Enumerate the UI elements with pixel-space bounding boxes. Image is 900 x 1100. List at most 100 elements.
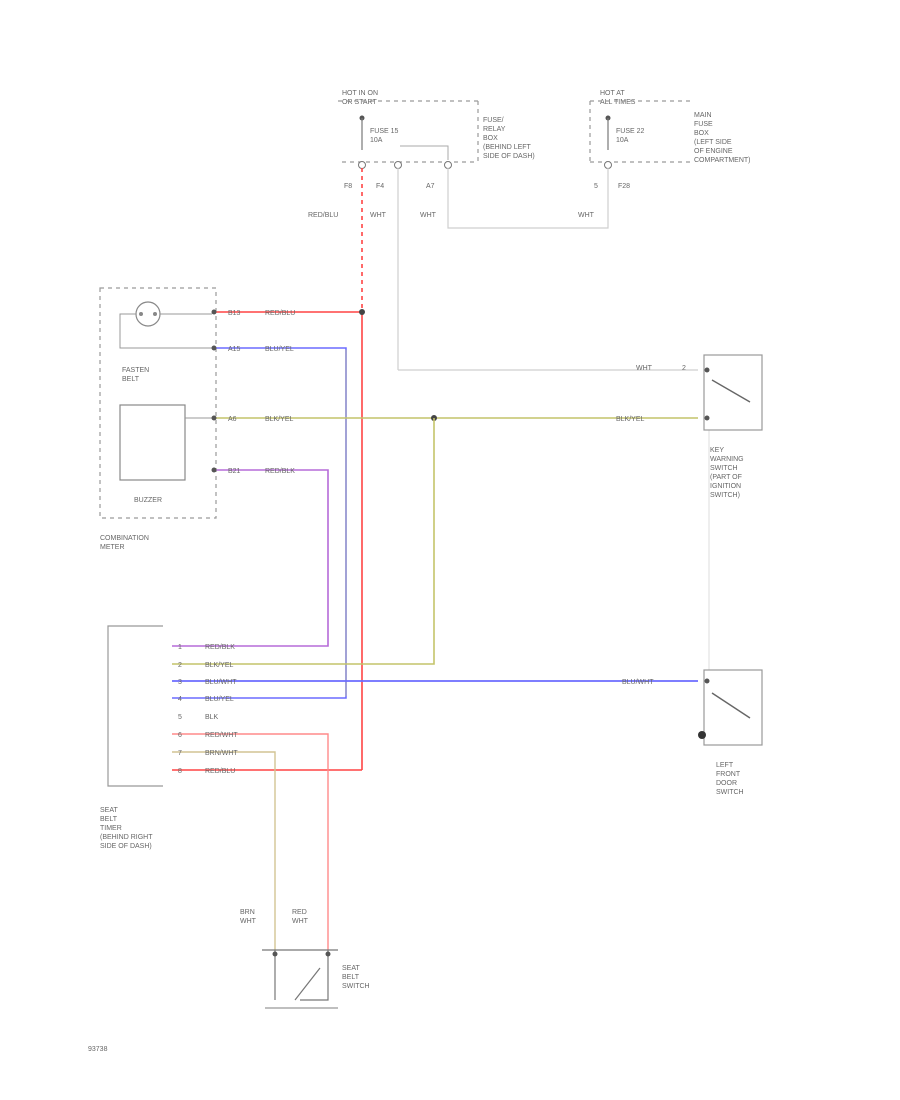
combination-meter-label-2: METER bbox=[100, 544, 125, 551]
timer-pin-1: 1 bbox=[178, 644, 182, 651]
timer-wire-label-7: BRN/WHT bbox=[205, 750, 238, 757]
timer-wire-label-6: RED/WHT bbox=[205, 732, 238, 739]
timer-wire-label-8: RED/BLU bbox=[205, 768, 235, 775]
buzzer-label: BUZZER bbox=[134, 497, 162, 504]
door-switch-label-4: SWITCH bbox=[716, 789, 744, 796]
key-switch-label-2: WARNING bbox=[710, 456, 744, 463]
door-switch-pin-dot bbox=[704, 678, 710, 684]
key-switch-label-6: SWITCH) bbox=[710, 492, 740, 499]
door-switch-label-2: FRONT bbox=[716, 771, 741, 778]
fasten-belt-lamp-node-right bbox=[153, 312, 157, 316]
terminal-a7: A7 bbox=[426, 183, 435, 190]
timer-wire-label-2: BLK/YEL bbox=[205, 662, 234, 669]
wire-red-blu-meter-label: RED/BLU bbox=[265, 310, 295, 317]
key-switch-pin-1-dot bbox=[704, 415, 710, 421]
fuse-22-amps: 10A bbox=[616, 137, 629, 144]
meter-pin-a15-label: A15 bbox=[228, 346, 241, 353]
key-switch-pin-2: 2 bbox=[682, 365, 686, 372]
key-switch-label-4: (PART OF bbox=[710, 474, 742, 481]
wire-red-blk-label: RED/BLK bbox=[265, 468, 295, 475]
seat-belt-timer-outline bbox=[107, 625, 163, 787]
hot-all-times-label-2: ALL TIMES bbox=[600, 99, 636, 106]
meter-pin-a6-label: A6 bbox=[228, 416, 237, 423]
main-fuse-box-label-4: (LEFT SIDE bbox=[694, 139, 732, 146]
timer-pin-8: 8 bbox=[178, 768, 182, 775]
seat-belt-switch-pin-brn bbox=[272, 951, 278, 957]
wire-wht-label-key: WHT bbox=[636, 365, 653, 372]
wire-blu-yel-label: BLU/YEL bbox=[265, 346, 294, 353]
wire-wht-label-f4: WHT bbox=[370, 212, 387, 219]
wire-wht-a7-link bbox=[447, 168, 609, 229]
timer-wire-label-3: BLU/WHT bbox=[205, 679, 237, 686]
fuse-relay-box-left: HOT IN ON OR START FUSE 15 10A FUSE/ REL… bbox=[338, 90, 535, 190]
wire-red-blu-splice bbox=[359, 309, 365, 315]
door-switch-contact-icon bbox=[711, 692, 751, 719]
seat-belt-timer-label-3: TIMER bbox=[100, 825, 122, 832]
fuse-relay-box-label-3: BOX bbox=[483, 135, 498, 142]
hot-run-label-2: OR START bbox=[342, 99, 377, 106]
combination-meter-label-1: COMBINATION bbox=[100, 535, 149, 542]
main-fuse-box-label-5: OF ENGINE bbox=[694, 148, 733, 155]
main-fuse-box-right: HOT AT ALL TIMES FUSE 22 10A MAIN FUSE B… bbox=[589, 90, 751, 190]
fasten-belt-label-1: FASTEN bbox=[122, 367, 149, 374]
timer-pin-3: 3 bbox=[178, 679, 182, 686]
fuse-15-amps: 10A bbox=[370, 137, 383, 144]
seat-belt-timer-label-4: (BEHIND RIGHT bbox=[100, 834, 153, 841]
seat-belt-switch-label-1: SEAT bbox=[342, 965, 360, 972]
timer-pin-6: 6 bbox=[178, 732, 182, 739]
fasten-belt-lamp-wire bbox=[119, 313, 212, 349]
key-switch-label-3: SWITCH bbox=[710, 465, 738, 472]
wire-blu-wht-door-label: BLU/WHT bbox=[622, 679, 654, 686]
door-switch-ground-icon bbox=[698, 731, 706, 739]
wire-red-blu-feed-label: RED/BLU bbox=[308, 212, 338, 219]
door-switch-label-3: DOOR bbox=[716, 780, 737, 787]
wire-olive-to-timer-2 bbox=[172, 418, 435, 665]
seat-belt-switch-red-label-1: RED bbox=[292, 909, 307, 916]
seat-belt-switch-label-3: SWITCH bbox=[342, 983, 370, 990]
timer-wire-label-4: BLU/YEL bbox=[205, 696, 234, 703]
seat-belt-timer-label-2: BELT bbox=[100, 816, 118, 823]
wire-red-blk bbox=[172, 469, 329, 647]
internal-a7-link bbox=[400, 145, 449, 160]
meter-pin-b21-label: B21 bbox=[228, 468, 241, 475]
main-fuse-box-label-2: FUSE bbox=[694, 121, 713, 128]
combination-meter: FASTEN BELT BUZZER B13 RED/BLU A15 A6 B2… bbox=[99, 287, 295, 551]
wire-blk-yel-key-label: BLK/YEL bbox=[616, 416, 645, 423]
terminal-f8-pin bbox=[358, 161, 366, 169]
terminal-a7-pin bbox=[444, 161, 452, 169]
left-front-door-switch: LEFT FRONT DOOR SWITCH bbox=[698, 669, 763, 796]
meter-pin-b21 bbox=[211, 467, 217, 473]
key-switch-label-5: IGNITION bbox=[710, 483, 741, 490]
timer-pin-2: 2 bbox=[178, 662, 182, 669]
key-switch-pin-2-dot bbox=[704, 367, 710, 373]
terminal-5-pin bbox=[604, 161, 612, 169]
wires: RED/BLU WHT WHT WHT WHT 2 BLU/YEL BLU/YE… bbox=[172, 168, 710, 950]
seat-belt-switch-pin-red bbox=[325, 951, 331, 957]
main-fuse-box-label-3: BOX bbox=[694, 130, 709, 137]
terminal-f8: F8 bbox=[344, 183, 352, 190]
seat-belt-switch: BRN WHT RED WHT SEAT BELT SWITCH bbox=[240, 909, 370, 1009]
wire-red-wht bbox=[172, 733, 329, 950]
main-fuse-box-label-6: COMPARTMENT) bbox=[694, 157, 751, 164]
fuse-15-label: FUSE 15 bbox=[370, 128, 399, 135]
seat-belt-switch-brn-label-1: BRN bbox=[240, 909, 255, 916]
seat-belt-switch-brn-label-2: WHT bbox=[240, 918, 257, 925]
terminal-5: 5 bbox=[594, 183, 598, 190]
timer-pin-7: 7 bbox=[178, 750, 182, 757]
seat-belt-timer: 1 2 3 4 5 6 7 8 SEAT BELT TIMER (BEHIND … bbox=[100, 625, 182, 850]
seat-belt-timer-label-5: SIDE OF DASH) bbox=[100, 843, 152, 850]
meter-pin-a6 bbox=[211, 415, 217, 421]
timer-pin-5: 5 bbox=[178, 714, 182, 721]
hot-all-times-label-1: HOT AT bbox=[600, 90, 625, 97]
wire-wht-label-f28: WHT bbox=[578, 212, 595, 219]
main-fuse-box-label-1: MAIN bbox=[694, 112, 712, 119]
wire-wht-label-a7: WHT bbox=[420, 212, 437, 219]
meter-pin-b13-label: B13 bbox=[228, 310, 241, 317]
combination-meter-outline bbox=[99, 287, 217, 519]
meter-pin-b13 bbox=[211, 309, 217, 315]
buzzer-icon bbox=[119, 404, 186, 481]
timer-wire-label-1: RED/BLK bbox=[205, 644, 235, 651]
terminal-f4-pin bbox=[394, 161, 402, 169]
seat-belt-switch-label-2: BELT bbox=[342, 974, 360, 981]
